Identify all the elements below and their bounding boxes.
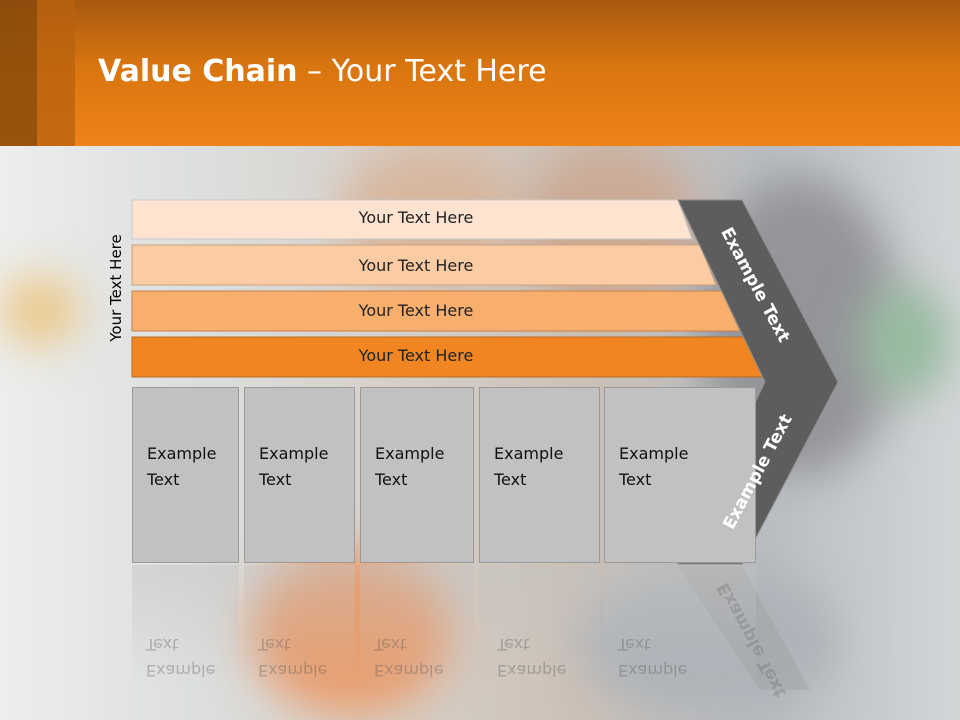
chevron-arrow xyxy=(677,199,839,565)
slide-title-rest: – Your Text Here xyxy=(297,54,547,89)
example-box-line2: Text xyxy=(147,470,180,489)
box-reflection xyxy=(479,565,600,685)
slide-title-bold: Value Chain xyxy=(98,54,298,89)
example-box-line2: Text xyxy=(259,470,292,489)
box-reflection xyxy=(244,565,355,685)
chevron-arrow-reflection xyxy=(678,566,810,690)
bar-label-4: Your Text Here xyxy=(358,346,474,365)
example-box-line2: Text xyxy=(619,470,652,489)
value-bar-2 xyxy=(131,244,717,286)
example-box-line1: Example xyxy=(259,444,329,463)
example-box-line2: Text xyxy=(375,470,408,489)
example-box-line1: Example xyxy=(619,444,689,463)
value-bar-1 xyxy=(131,199,693,240)
box-reflection xyxy=(360,565,474,685)
value-bar-3 xyxy=(131,290,741,332)
slide-title: Value Chain – Your Text Here xyxy=(98,54,547,89)
header-stripe xyxy=(37,0,75,146)
header-stripe xyxy=(0,0,37,146)
example-box-line1: Example xyxy=(494,444,564,463)
title-bar: Value Chain – Your Text Here xyxy=(0,0,960,146)
bar-label-2: Your Text Here xyxy=(358,256,474,275)
example-box-line1: Example xyxy=(147,444,217,463)
example-box-line1: Example xyxy=(375,444,445,463)
box-reflection xyxy=(604,565,756,685)
bar-label-1: Your Text Here xyxy=(358,208,474,227)
box-reflection xyxy=(132,565,239,685)
example-box-line2: Text xyxy=(494,470,527,489)
bar-label-3: Your Text Here xyxy=(358,301,474,320)
